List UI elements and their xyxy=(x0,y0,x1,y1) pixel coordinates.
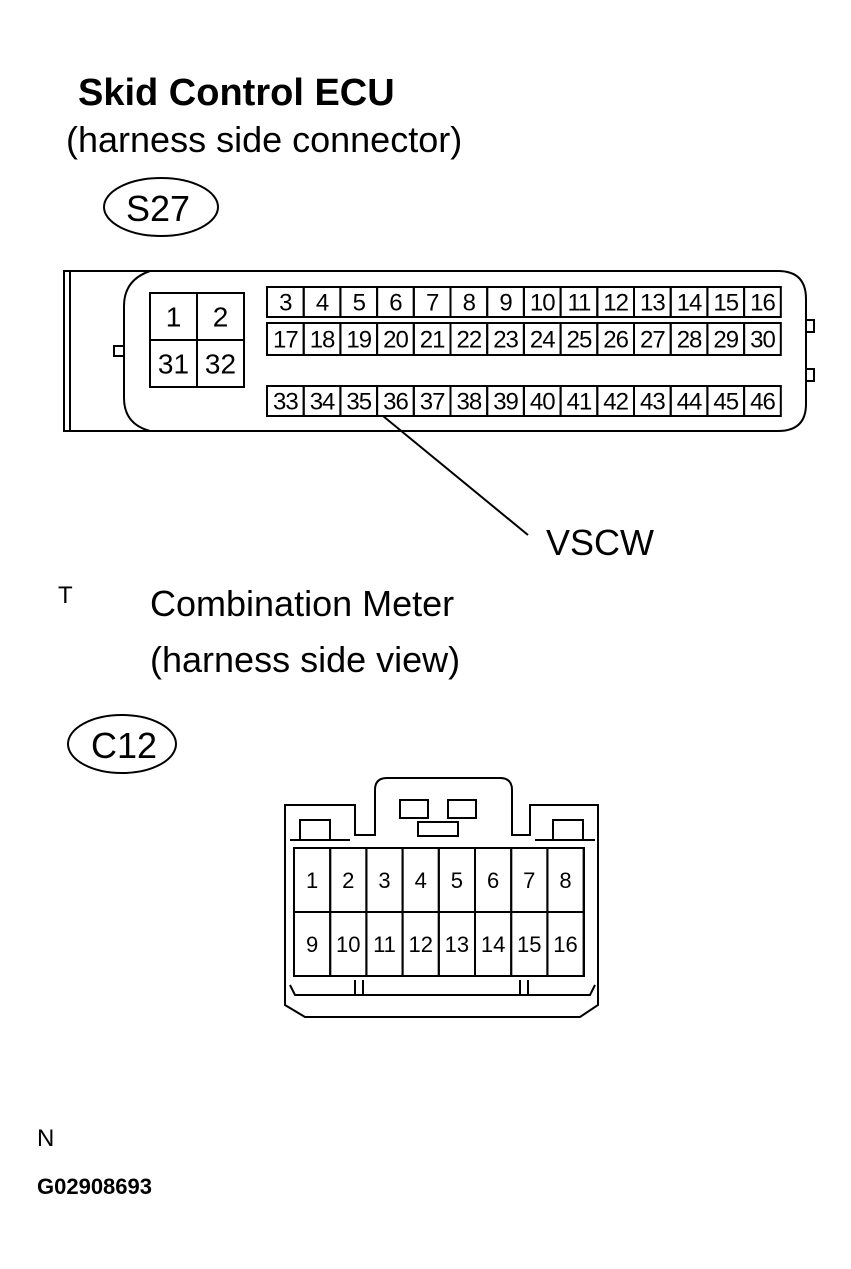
ecu-pin-41-label: 41 xyxy=(567,389,592,416)
meter-pin-16-cell xyxy=(546,911,585,977)
ecu-key-right-bottom xyxy=(805,368,815,382)
ecu-pin-45-label: 45 xyxy=(713,389,738,416)
ecu-pin-32-label: 32 xyxy=(205,349,236,380)
ecu-pin-23-label: 23 xyxy=(493,327,518,354)
ecu-pin-33-label: 33 xyxy=(273,389,298,416)
meter-connector-body xyxy=(284,777,599,1018)
ecu-pin-46-cell xyxy=(743,385,782,417)
ecu-pin-26-label: 26 xyxy=(603,327,628,354)
marker-n: N xyxy=(37,1125,55,1152)
ecu-pin-34-label: 34 xyxy=(310,389,335,416)
ecu-pin-8-label: 8 xyxy=(463,290,476,317)
meter-code-oval xyxy=(67,714,177,774)
vscw-callout-line xyxy=(382,415,529,536)
meter-connector-code: C12 xyxy=(91,725,158,766)
ecu-pin-21-label: 21 xyxy=(420,327,445,354)
meter-pin-9-label: 9 xyxy=(306,932,318,957)
meter-pin-7-label: 7 xyxy=(523,868,535,893)
ecu-pin-12-label: 12 xyxy=(603,290,628,317)
ecu-connector-code: S27 xyxy=(126,188,191,229)
ecu-pin-19-label: 19 xyxy=(346,327,371,354)
meter-bottom-lip xyxy=(289,984,596,996)
ecu-subtitle: (harness side connector) xyxy=(66,119,463,160)
ecu-pin-17-label: 17 xyxy=(273,327,298,354)
ecu-key-right-top xyxy=(805,319,815,333)
ecu-pin-30-label: 30 xyxy=(750,327,775,354)
ecu-pin-7-label: 7 xyxy=(426,290,439,317)
ecu-pin-15-label: 15 xyxy=(713,290,738,317)
ecu-pin-13-label: 13 xyxy=(640,290,665,317)
meter-pin-14-label: 14 xyxy=(481,932,505,957)
figure-id: G02908693 xyxy=(37,1174,152,1199)
ecu-pin-39-label: 39 xyxy=(493,389,518,416)
ecu-pin-20-label: 20 xyxy=(383,327,408,354)
ecu-pin-31-label: 31 xyxy=(158,349,189,380)
ecu-pin-43-label: 43 xyxy=(640,389,665,416)
meter-pin-3-label: 3 xyxy=(378,868,390,893)
ecu-pin-22-label: 22 xyxy=(456,327,481,354)
ecu-title: Skid Control ECU xyxy=(78,72,395,114)
ecu-pin-5-label: 5 xyxy=(353,290,366,317)
ecu-connector-divider xyxy=(123,270,151,432)
ecu-pin-27-label: 27 xyxy=(640,327,665,354)
ecu-key-left xyxy=(113,345,125,357)
meter-pin-16-label: 16 xyxy=(553,932,577,957)
ecu-connector-body xyxy=(69,270,807,432)
ecu-pin-2-label: 2 xyxy=(213,302,229,333)
ecu-pin-9-label: 9 xyxy=(499,290,512,317)
ecu-pin-35-label: 35 xyxy=(346,389,371,416)
ecu-pin-28-label: 28 xyxy=(677,327,702,354)
ecu-pin-3-label: 3 xyxy=(279,290,292,317)
meter-pin-13-label: 13 xyxy=(445,932,469,957)
ecu-pin-18-label: 18 xyxy=(310,327,335,354)
meter-pin-11-label: 11 xyxy=(373,932,396,957)
ecu-pin-24-label: 24 xyxy=(530,327,555,354)
ecu-pin-38-label: 38 xyxy=(456,389,481,416)
meter-latch-right xyxy=(552,819,584,841)
ecu-pin-42-label: 42 xyxy=(603,389,628,416)
ecu-pin-6-label: 6 xyxy=(389,290,402,317)
meter-lock-tab-right xyxy=(447,799,477,819)
ecu-pin-1-label: 1 xyxy=(166,302,182,333)
marker-t: T xyxy=(58,582,73,609)
ecu-pin-36-label: 36 xyxy=(383,389,408,416)
ecu-pin-44-label: 44 xyxy=(677,389,702,416)
ecu-pin-32-cell xyxy=(196,339,245,388)
ecu-pin-10-label: 10 xyxy=(530,290,555,317)
ecu-pin-14-label: 14 xyxy=(677,290,702,317)
meter-subtitle: (harness side view) xyxy=(150,639,461,680)
ecu-pin-46-label: 46 xyxy=(750,389,775,416)
meter-pin-6-label: 6 xyxy=(487,868,499,893)
vscw-label: VSCW xyxy=(546,522,654,563)
ecu-pin-16-cell xyxy=(743,286,782,318)
meter-lock-tab-left xyxy=(399,799,429,819)
meter-pin-10-label: 10 xyxy=(336,932,360,957)
ecu-pin-16-label: 16 xyxy=(750,290,775,317)
meter-title: Combination Meter xyxy=(150,583,455,624)
meter-pin-4-label: 4 xyxy=(415,868,427,893)
meter-latch-left xyxy=(299,819,331,841)
meter-pin-8-label: 8 xyxy=(559,868,571,893)
ecu-pin-29-label: 29 xyxy=(713,327,738,354)
meter-lock-tab-center xyxy=(417,821,459,837)
meter-pin-1-label: 1 xyxy=(306,868,318,893)
meter-pin-15-label: 15 xyxy=(517,932,541,957)
meter-pin-12-label: 12 xyxy=(408,932,432,957)
ecu-pin-37-label: 37 xyxy=(420,389,445,416)
ecu-pin-30-cell xyxy=(743,322,782,356)
ecu-code-oval xyxy=(103,177,219,237)
ecu-pin-25-label: 25 xyxy=(567,327,592,354)
meter-pin-5-label: 5 xyxy=(451,868,463,893)
ecu-pin-4-label: 4 xyxy=(316,290,329,317)
meter-pin-2-label: 2 xyxy=(342,868,354,893)
ecu-pin-40-label: 40 xyxy=(530,389,555,416)
ecu-pin-11-label: 11 xyxy=(567,290,591,317)
